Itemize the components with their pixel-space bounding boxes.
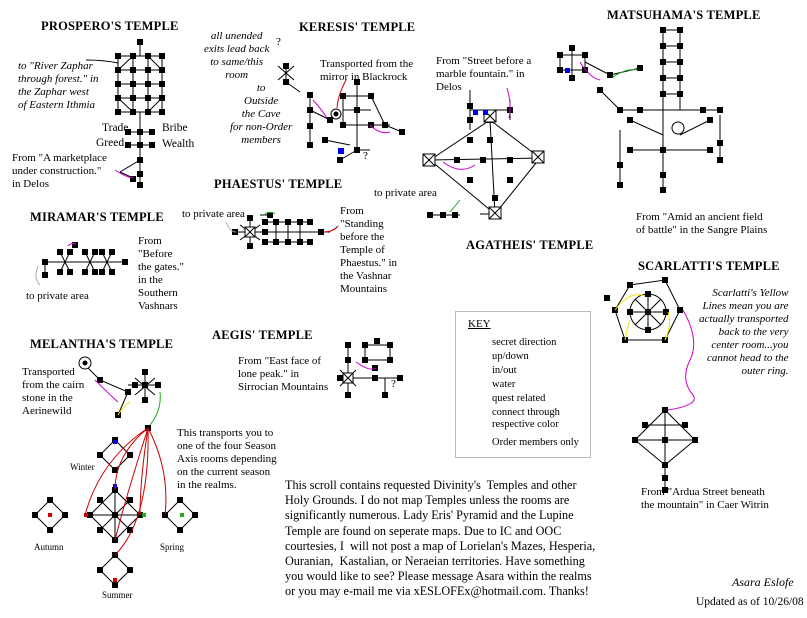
key-connect-color: connect through respective color (492, 407, 560, 430)
scarlatti-entrance-note: From "Ardua Street beneath the mountain"… (641, 486, 769, 511)
keresis-title: KERESIS' TEMPLE (299, 20, 416, 34)
agatheis-private-note: to private area (374, 187, 437, 199)
phaestus-title: PHAESTUS' TEMPLE (214, 177, 343, 191)
melantha-summer-label: Summer (102, 590, 133, 600)
scroll-description: This scroll contains requested Divinity'… (285, 478, 596, 599)
matsuhama-entrance-note: From "Amid an ancient field of battle" i… (636, 211, 768, 236)
phaestus-entrance-note: From "Standing before the Temple of Phae… (340, 205, 398, 295)
agatheis-entrance-note: From "Street before a marble fountain." … (436, 55, 532, 93)
prospero-wealth-label: Wealth (162, 138, 195, 150)
miramar-private-note: to private area (26, 290, 89, 302)
melantha-title: MELANTHA'S TEMPLE (30, 337, 174, 351)
agatheis-title: AGATHEIS' TEMPLE (466, 238, 594, 252)
keresis-unknown-1: ? (276, 36, 281, 48)
keresis-unended-note: all unended exits lead back to same/this… (204, 30, 270, 81)
scarlatti-yellow-note: Scarlatti's Yellow Lines mean you are ac… (699, 287, 789, 377)
aegis-unknown: ? (391, 378, 396, 390)
keresis-entrance-note: Transported from the mirror in Blackrock (320, 58, 414, 83)
miramar-entrance-note: From "Before the gates." in the Southern… (138, 235, 185, 312)
prospero-entrance-note: From "A marketplace under construction."… (12, 152, 107, 190)
melantha-cairn-note: Transported from the cairn stone in the … (22, 366, 85, 417)
key-secret-direction: secret direction (492, 337, 557, 348)
map-key: KEY secret direction up/down in/out wate… (455, 311, 591, 458)
aegis-entrance-note: From "East face of lone peak." in Sirroc… (238, 355, 329, 393)
keresis-cave-note: to Outside the Cave for non-Order member… (230, 82, 293, 146)
prospero-title: PROSPERO'S TEMPLE (41, 19, 179, 33)
prospero-greed-label: Greed (96, 137, 125, 149)
aegis-title: AEGIS' TEMPLE (212, 328, 313, 342)
key-up-down: up/down (492, 351, 529, 362)
miramar-title: MIRAMAR'S TEMPLE (30, 210, 164, 224)
keresis-map (277, 65, 403, 161)
keresis-unknown-2: ? (363, 150, 368, 162)
matsuhama-title: MATSUHAMA'S TEMPLE (607, 8, 761, 22)
melantha-season-note: This transports you to one of the four S… (177, 427, 277, 491)
prospero-exit-note: to "River Zaphar through forest." in the… (18, 60, 99, 111)
prospero-bribe-label: Bribe (162, 122, 188, 134)
scarlatti-title: SCARLATTI'S TEMPLE (638, 259, 780, 273)
melantha-spring-label: Spring (160, 542, 185, 552)
key-quest-related: quest related (492, 393, 546, 404)
phaestus-private-note: to private area (182, 208, 245, 220)
prospero-trade-label: Trade (102, 122, 129, 134)
key-title: KEY (468, 318, 491, 330)
melantha-autumn-label: Autumn (34, 542, 64, 552)
key-water: water (492, 379, 516, 390)
key-order-only: Order members only (492, 437, 579, 448)
key-in-out: in/out (492, 365, 517, 376)
updated-date: Updated as of 10/26/08 (696, 596, 804, 608)
author-signature: Asara Eslofe (732, 575, 794, 589)
melantha-winter-label: Winter (70, 462, 95, 472)
agatheis-map (429, 90, 541, 216)
prospero-map (117, 42, 163, 185)
